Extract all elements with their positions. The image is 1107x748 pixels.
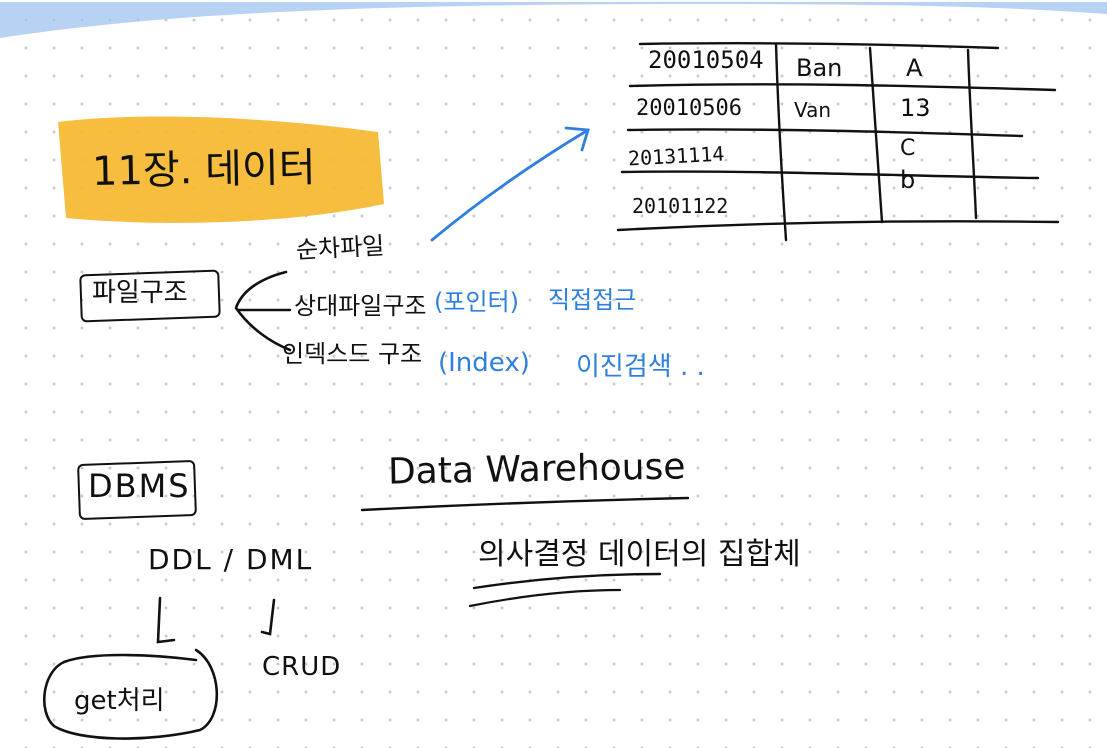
table-cell-r2-c2: C	[900, 136, 916, 161]
arrow-head	[564, 126, 590, 152]
table-cell-r3-c0: 20101122	[632, 194, 729, 218]
title-highlight	[58, 116, 384, 223]
data-warehouse-subtitle: 의사결정 데이터의 집합체	[478, 537, 801, 572]
table-cell-r1-c1: Van	[794, 98, 832, 122]
get-oval	[42, 648, 219, 740]
branch-sequential: 순차파일	[295, 231, 386, 265]
table-cell-r0-c1: Ban	[796, 54, 843, 82]
chapter-title: 11장. 데이터	[91, 145, 316, 195]
table-cell-r2-c0: 20131114	[627, 141, 725, 171]
subtitle-underline-1	[472, 572, 662, 590]
table-grid	[616, 42, 1060, 242]
table-cell-r3-c2: b	[900, 166, 916, 194]
table-cell-r0-c0: 20010504	[648, 46, 764, 74]
branch-relative-note2: 직접접근	[548, 286, 637, 314]
ddl-down-stroke	[156, 596, 176, 644]
branch-indexed-note2: 이진검색 . .	[576, 352, 705, 382]
ddl-dml-label: DDL / DML	[148, 543, 314, 576]
subtitle-underline-2	[468, 588, 622, 608]
branch-relative-note: (포인터)	[434, 288, 519, 316]
dw-underline	[360, 496, 690, 512]
branch-relative: 상대파일구조	[294, 292, 427, 320]
arrow-to-table	[430, 128, 590, 242]
file-structure-label: 파일구조	[92, 278, 188, 308]
dml-down-stroke	[260, 598, 276, 636]
dbms-label: DBMS	[88, 467, 191, 505]
branch-indexed: 인덱스드 구조	[282, 340, 423, 368]
table-cell-r1-c2: 13	[900, 94, 931, 122]
branch-indexed-note: (Index)	[438, 348, 530, 378]
crud-label: CRUD	[262, 652, 342, 682]
table-cell-r0-c2: A	[906, 54, 923, 82]
get-processing-label: get처리	[74, 686, 165, 716]
top-marker-stroke	[0, 2, 1107, 38]
table-cell-r1-c0: 20010506	[636, 96, 742, 121]
data-warehouse-title: Data Warehouse	[387, 446, 686, 493]
branch-bracket	[234, 270, 292, 352]
